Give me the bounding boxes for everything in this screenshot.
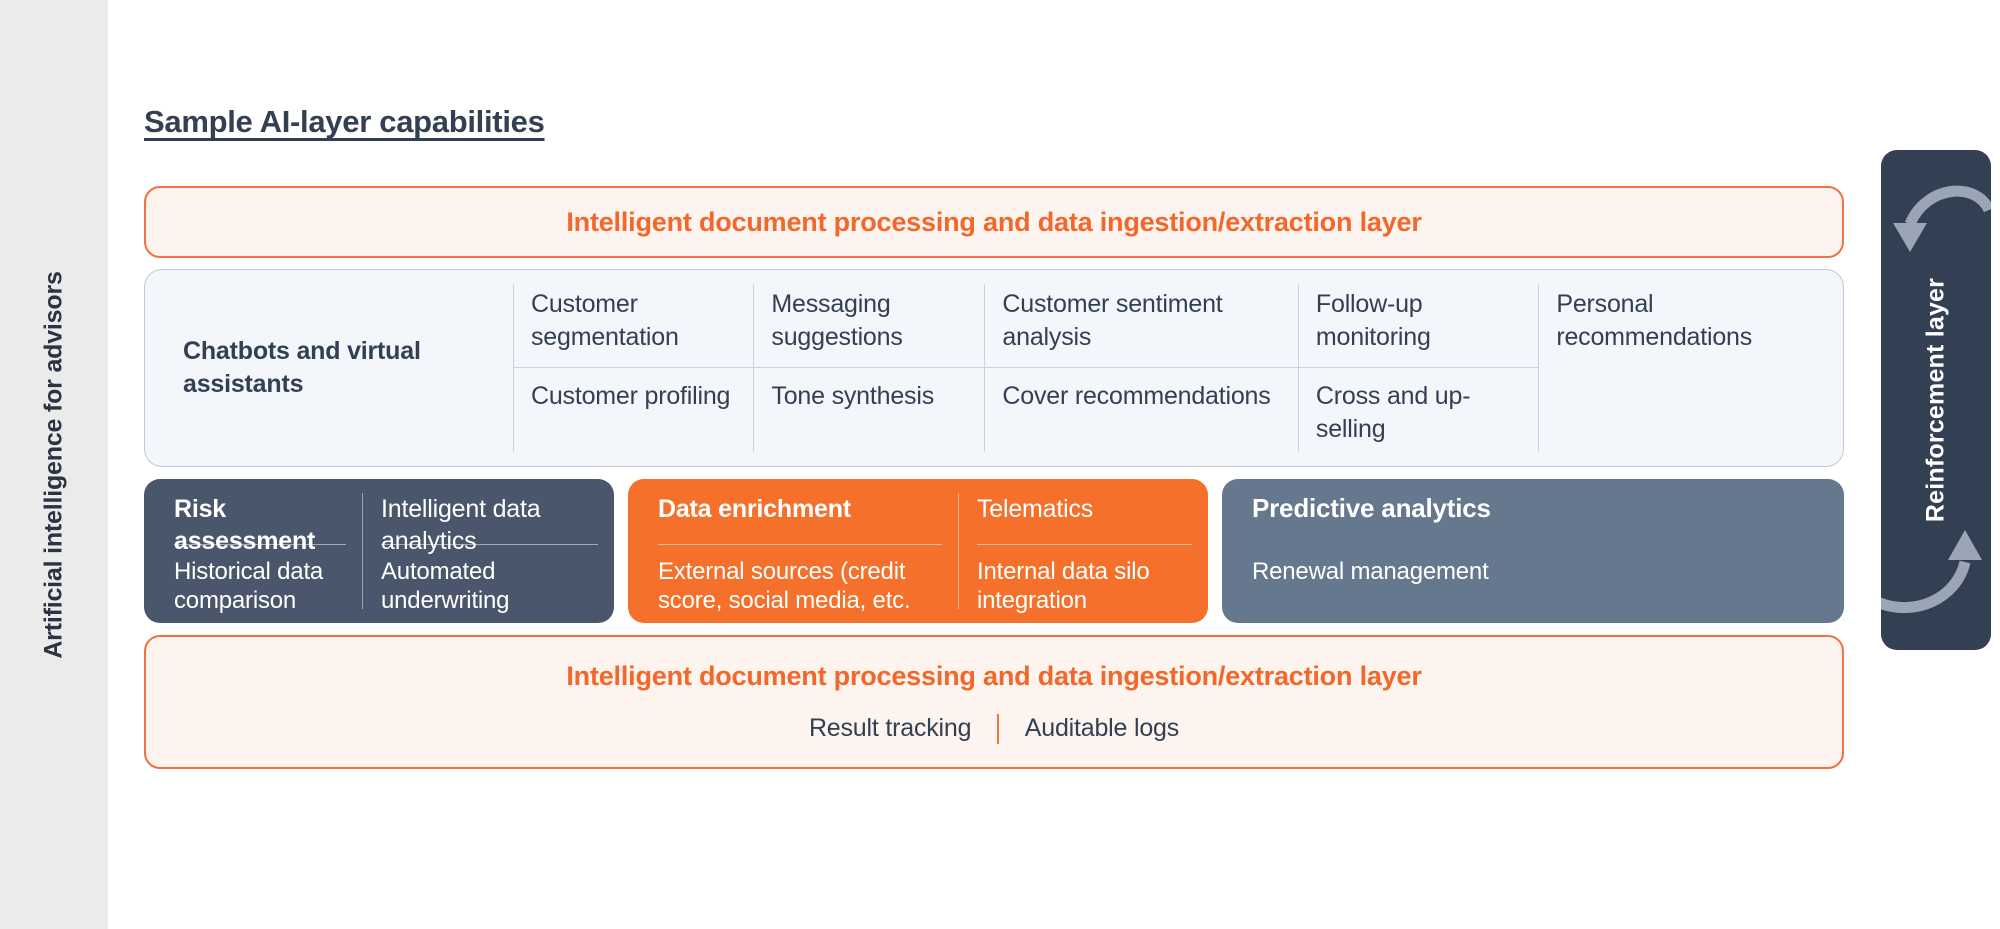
bottom-ingestion-band-title: Intelligent document processing and data… xyxy=(566,660,1422,691)
top-ingestion-band-title: Intelligent document processing and data… xyxy=(566,206,1422,237)
predictive-analytics-body: Predictive analytics Renewal management xyxy=(1222,493,1515,609)
capability-cell: Cross and up-selling xyxy=(1297,368,1538,452)
bottom-band-item-row: Result tracking Auditable logs xyxy=(808,713,1180,744)
risk-assessment-left-column: Risk assessment Historical data comparis… xyxy=(144,493,362,614)
capability-cell: Customer sentiment analysis xyxy=(984,284,1298,368)
card-predictive-analytics: Predictive analytics Renewal management xyxy=(1222,479,1844,623)
risk-assessment-right-column: Intelligent data analytics Automated und… xyxy=(362,493,614,614)
vertical-divider-icon xyxy=(997,713,999,744)
chatbots-card-label: Chatbots and virtual assistants xyxy=(183,337,421,398)
top-ingestion-band: Intelligent document processing and data… xyxy=(144,186,1844,258)
data-enrichment-left-column: Data enrichment External sources (credit… xyxy=(628,493,958,614)
data-enrichment-title: Data enrichment xyxy=(658,493,942,545)
capability-cell-empty xyxy=(1538,368,1833,452)
capability-cell: Customer segmentation xyxy=(513,284,754,368)
content-column: Sample AI-layer capabilities Intelligent… xyxy=(108,0,1883,929)
risk-assessment-item: Intelligent data analytics xyxy=(381,493,598,555)
data-enrichment-item: Internal data silo integration xyxy=(977,558,1150,615)
capability-grid: Customer segmentation Messaging suggesti… xyxy=(513,284,1843,452)
left-rail-label: Artificial intelligence for advisors xyxy=(39,270,68,659)
bottom-band-item: Auditable logs xyxy=(1024,714,1180,742)
risk-assessment-title: Risk assessment xyxy=(174,493,346,555)
risk-assessment-item: Automated underwriting xyxy=(381,558,510,615)
data-enrichment-subitem: External sources (credit score, social m… xyxy=(658,558,911,615)
capability-cell: Personal recommendations xyxy=(1538,284,1833,368)
data-enrichment-item: Telematics xyxy=(977,493,1192,545)
chatbots-card: Chatbots and virtual assistants Customer… xyxy=(144,269,1844,467)
bottom-ingestion-band: Intelligent document processing and data… xyxy=(144,635,1844,769)
capability-cell: Follow-up monitoring xyxy=(1297,284,1539,368)
data-enrichment-right-column: Telematics Internal data silo integratio… xyxy=(958,493,1208,614)
predictive-analytics-title: Predictive analytics xyxy=(1252,493,1491,523)
predictive-analytics-subitem: Renewal management xyxy=(1252,558,1489,585)
capability-cell: Cover recommendations xyxy=(984,368,1298,452)
curved-arrow-up-icon xyxy=(1881,530,1982,614)
page-title: Sample AI-layer capabilities xyxy=(144,104,545,139)
capability-cell: Tone synthesis xyxy=(753,368,984,452)
curved-arrow-down-icon xyxy=(1893,185,1991,252)
layer-stack: Intelligent document processing and data… xyxy=(144,186,1844,769)
card-data-enrichment: Data enrichment External sources (credit… xyxy=(628,479,1208,623)
left-rail: Artificial intelligence for advisors xyxy=(0,0,108,929)
bottom-band-item: Result tracking xyxy=(808,714,972,742)
card-risk-assessment: Risk assessment Historical data comparis… xyxy=(144,479,614,623)
capability-card-row: Risk assessment Historical data comparis… xyxy=(144,479,1844,623)
capability-cell: Messaging suggestions xyxy=(753,284,985,368)
capability-cell: Customer profiling xyxy=(513,368,753,452)
reinforcement-layer-label: Reinforcement layer xyxy=(1921,277,1950,523)
reinforcement-layer-panel: Reinforcement layer xyxy=(1881,150,1991,650)
risk-assessment-subitem: Historical data comparison xyxy=(174,558,324,615)
